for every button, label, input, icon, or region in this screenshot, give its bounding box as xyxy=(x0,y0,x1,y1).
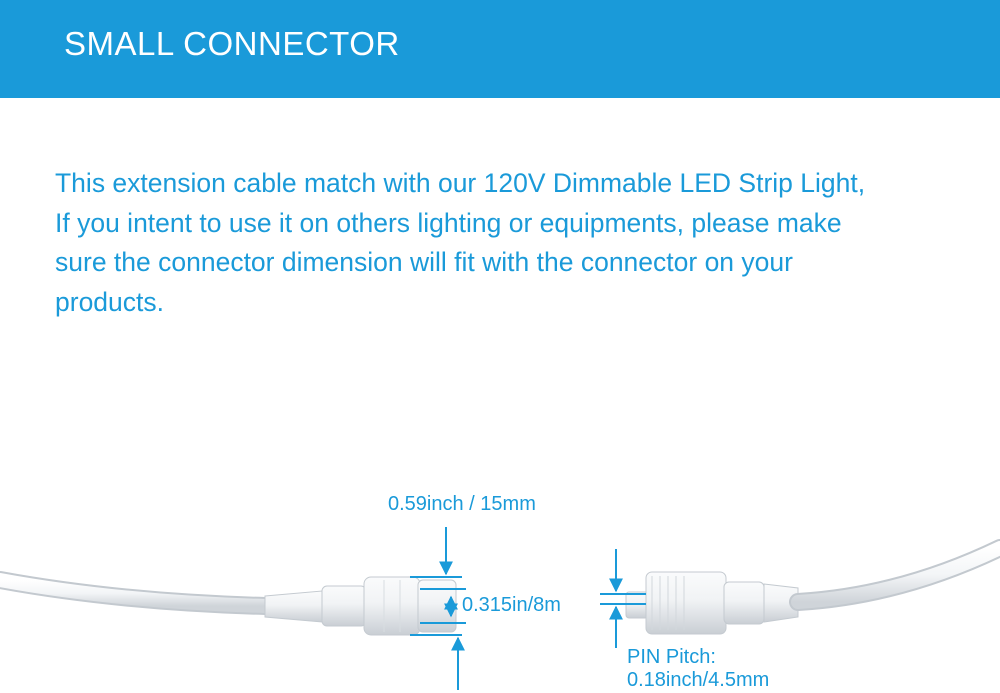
description-line: If you intent to use it on others lighti… xyxy=(55,207,842,238)
left-cable xyxy=(0,571,274,615)
inner-diameter-dimension xyxy=(420,588,466,624)
pin-pitch-value: 0.18inch/4.5mm xyxy=(627,669,770,691)
description-line: sure the connector dimension will fit wi… xyxy=(55,247,793,277)
right-cable xyxy=(789,539,1000,611)
outer-diameter-dimension xyxy=(410,527,465,690)
pin-pitch-dimension xyxy=(600,549,646,648)
outer-diameter-label: 0.59inch / 15mm xyxy=(388,493,536,515)
inner-diameter-label: 0.315in/8m xyxy=(462,594,561,616)
female-connector xyxy=(264,576,457,636)
header-banner: SMALL CONNECTOR xyxy=(0,0,1000,98)
description-line: products. xyxy=(55,286,165,317)
male-connector xyxy=(625,571,799,635)
description-text: This extension cable match with our 120V… xyxy=(55,164,985,322)
pin-pitch-label: PIN Pitch: xyxy=(627,646,716,668)
description-line: This extension cable match with our 120V… xyxy=(55,168,866,198)
page-title: SMALL CONNECTOR xyxy=(64,25,400,62)
